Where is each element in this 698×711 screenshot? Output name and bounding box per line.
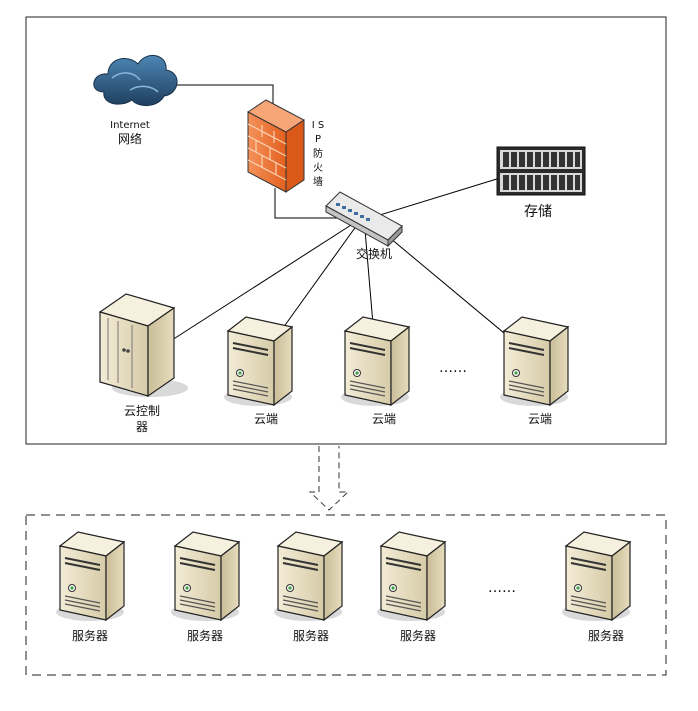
pool-server-icon <box>170 531 240 622</box>
pool-server-label: 服务器 <box>588 628 624 643</box>
link-internet-firewall <box>165 84 274 110</box>
cloud-icon <box>93 55 178 106</box>
firewall-icon <box>247 99 305 193</box>
firewall-char-1: I S <box>312 120 324 131</box>
top-ellipsis: …… <box>439 360 467 376</box>
internet-label-1: Internet <box>110 120 150 131</box>
pool-server-label: 服务器 <box>293 628 329 643</box>
bottom-ellipsis: …… <box>488 580 516 596</box>
firewall-char-2: P <box>315 134 321 145</box>
pool-server-label: 服务器 <box>187 628 223 643</box>
pool-server-icon <box>561 531 631 622</box>
pool-server-label: 服务器 <box>400 628 436 643</box>
cloud-node-label: 云端 <box>254 412 278 426</box>
down-arrow <box>308 446 350 511</box>
pool-server-label: 服务器 <box>72 628 108 643</box>
switch-label: 交换机 <box>356 246 392 261</box>
firewall-char-3: 防 <box>313 147 323 160</box>
link-switch-storage <box>369 177 501 219</box>
pool-server-icon <box>55 531 125 622</box>
storage-icon <box>496 146 586 196</box>
server-pool-frame <box>25 514 667 676</box>
firewall-char-5: 墙 <box>313 175 323 188</box>
cloud-node-label: 云端 <box>528 412 552 426</box>
link-firewall-switch <box>274 188 355 219</box>
pool-server-icon <box>273 531 343 622</box>
cloud-node-server-icon <box>499 316 569 407</box>
controller-label-1: 云控制 <box>124 404 160 418</box>
link-switch-controller <box>171 217 363 341</box>
switch-icon <box>325 191 403 248</box>
storage-label: 存储 <box>524 204 552 220</box>
controller-label-2: 器 <box>136 420 148 434</box>
controller-server-icon <box>98 293 188 398</box>
firewall-char-4: 火 <box>313 162 323 174</box>
internet-label-2: 网络 <box>118 131 142 146</box>
cloud-node-server-icon <box>223 316 293 407</box>
firewall-label: I S P 防 火 墙 <box>312 120 324 188</box>
cloud-node-server-icon <box>340 316 410 407</box>
cloud-system-frame <box>25 16 667 445</box>
cloud-node-label: 云端 <box>372 412 396 426</box>
pool-server-icon <box>376 531 446 622</box>
